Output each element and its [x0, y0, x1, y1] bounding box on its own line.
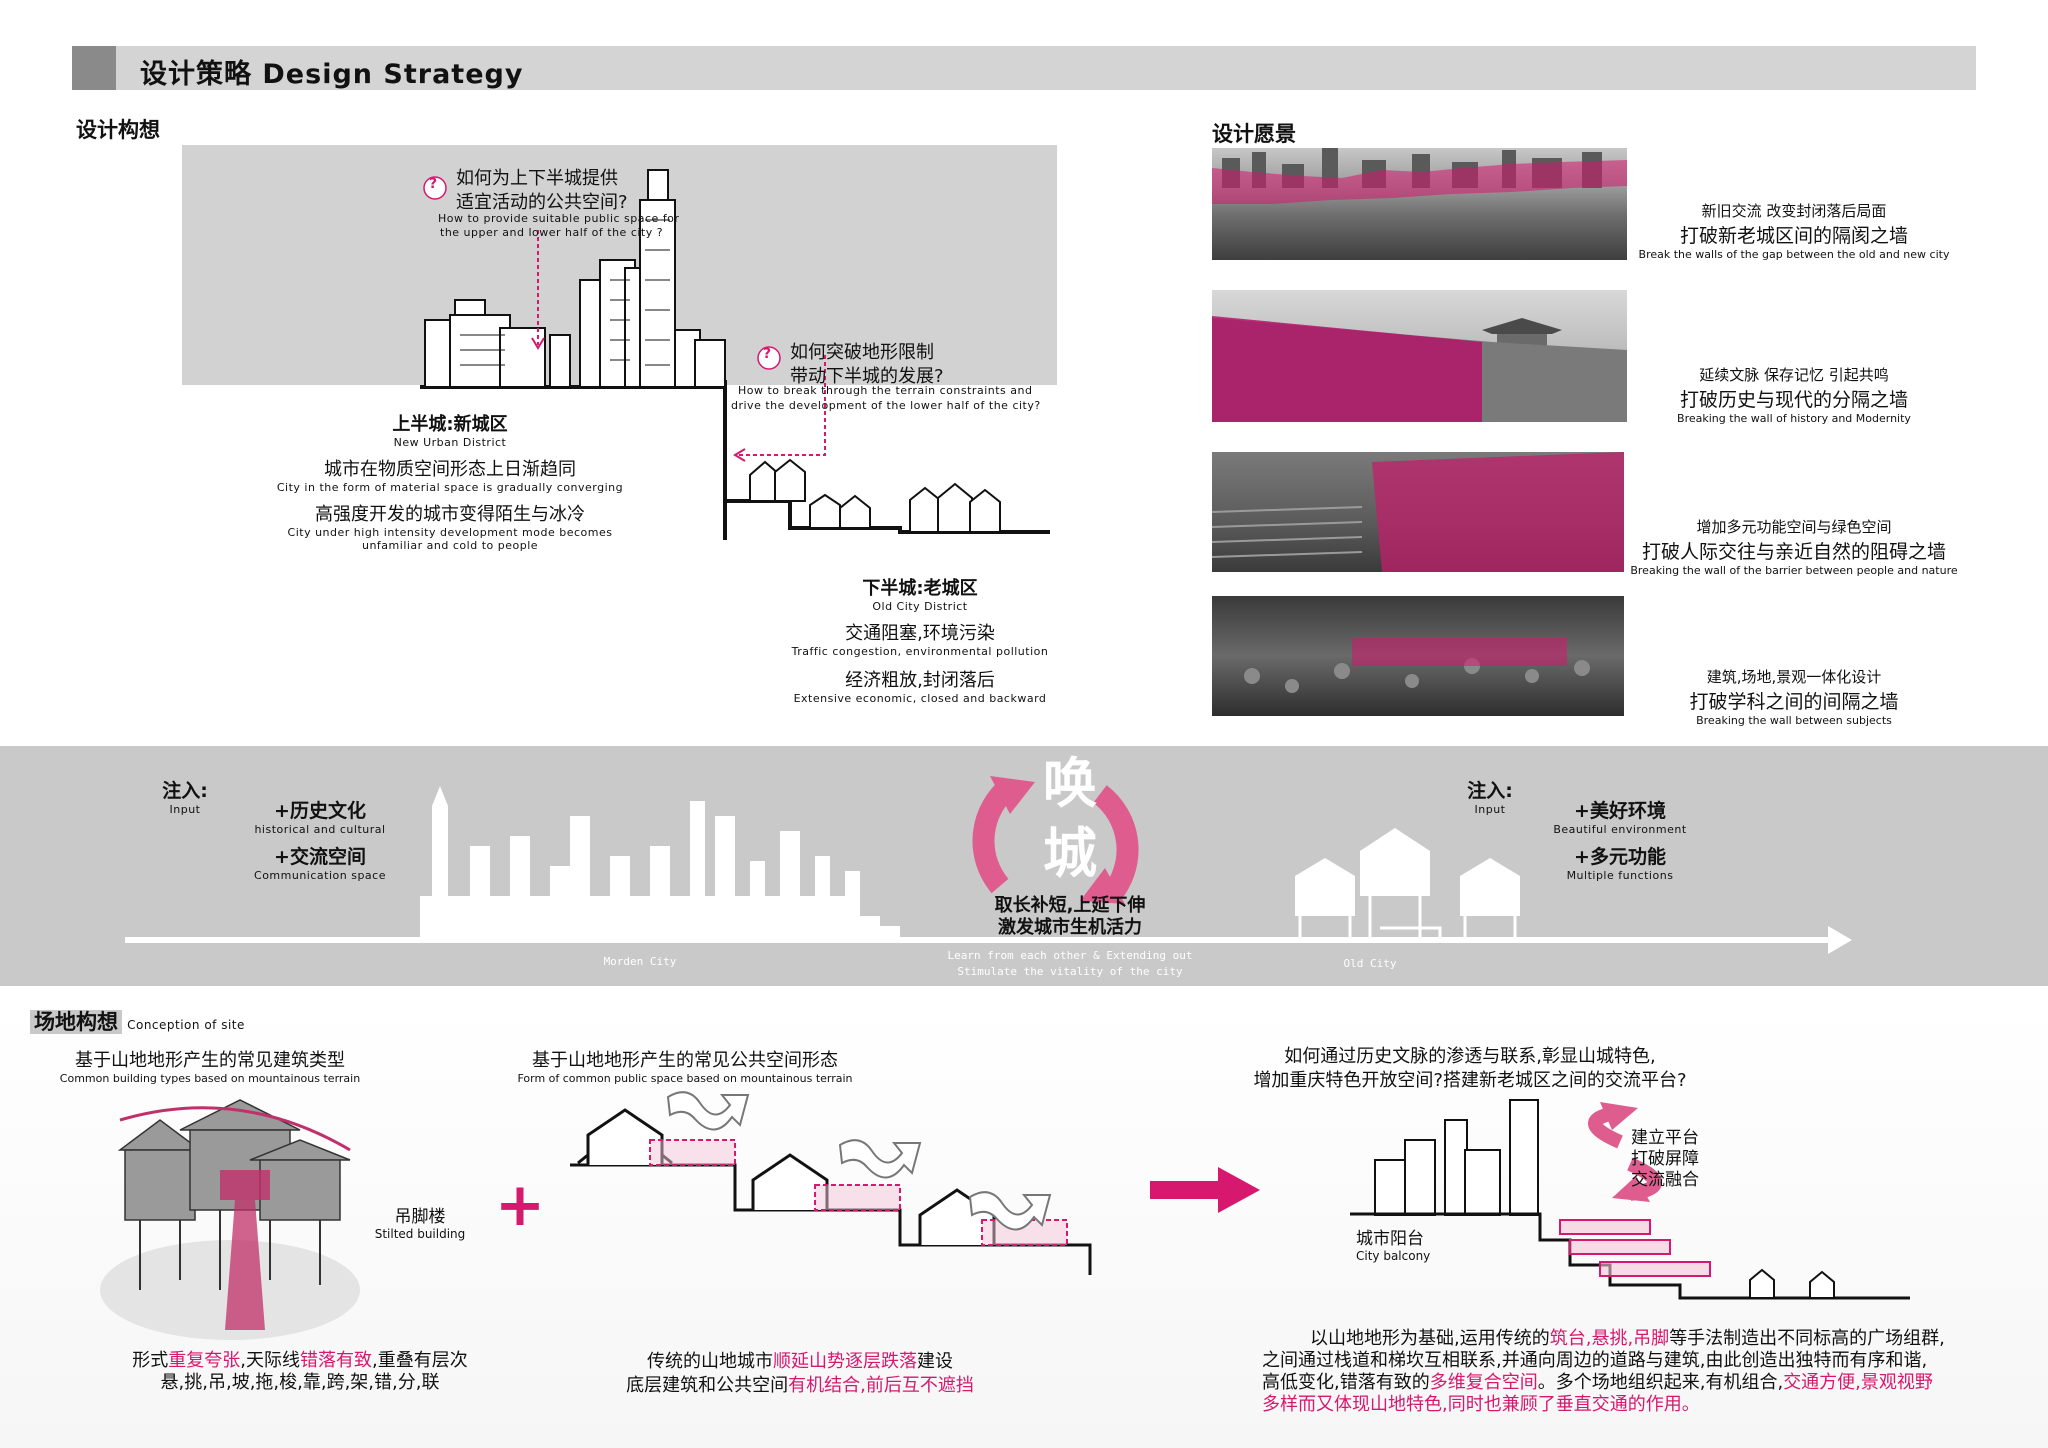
- band-input-right: 注入: Input: [1467, 780, 1513, 816]
- stilted-caption: 吊脚楼 Stilted building: [374, 1207, 466, 1241]
- band-center-char-1: 唤: [1043, 752, 1097, 815]
- q2-cn-1: 如何突破地形限制: [790, 342, 934, 363]
- band-center-en-2: Stimulate the vitality of the city: [957, 965, 1183, 978]
- old-stilts: [1298, 896, 1517, 938]
- vision-sub-4: 建筑,场地,景观一体化设计: [1706, 668, 1882, 686]
- platform-text: 建立平台 打破屏障 交流融合: [1631, 1128, 1699, 1190]
- timeline-arrow-head: [1828, 926, 1852, 954]
- vision-caption-4: 建筑,场地,景观一体化设计 打破学科之间的间隔之墙 Breaking the w…: [1624, 666, 1964, 727]
- lower-title: 下半城:老城区: [862, 578, 978, 599]
- vision-en-4: Breaking the wall between subjects: [1696, 714, 1892, 727]
- city-balcony-diagram: [1350, 1099, 1910, 1300]
- vision-en-1: Break the walls of the gap between the o…: [1638, 248, 1950, 261]
- band-left-items: +历史文化 historical and cultural +交流空间 Comm…: [254, 800, 386, 882]
- upper-title-en: New Urban District: [393, 436, 507, 449]
- old-houses-band: [1295, 828, 1520, 916]
- qmark-1: ?: [429, 176, 438, 192]
- question-icon-1: [423, 176, 447, 200]
- plus-icon: +: [494, 1170, 546, 1240]
- vision-sub-2: 延续文脉 保存记忆 引起共鸣: [1699, 366, 1889, 384]
- upper-p2-en-2: unfamiliar and cold to people: [361, 539, 539, 552]
- upper-p1-en: City in the form of material space is gr…: [276, 481, 624, 494]
- q2-en-2: drive the development of the lower half …: [731, 399, 1041, 412]
- concept-diagram: [182, 145, 1057, 540]
- q1-en-2: the upper and lower half of the city ?: [440, 226, 664, 239]
- stilted-building-illustration: [100, 1099, 360, 1340]
- band-modern-label: Morden City: [603, 955, 677, 968]
- vision-sub-1: 新旧交流 改变封闭落后局面: [1701, 202, 1887, 220]
- header-accent: [72, 46, 116, 90]
- modern-skyline: [420, 786, 900, 938]
- site-label-row: 场地构想 Conception of site: [30, 1006, 245, 1036]
- upper-p1: 城市在物质空间形态上日渐趋同: [324, 459, 576, 480]
- band-input-left: 注入: Input: [162, 780, 208, 816]
- band-center-cn-1: 取长补短,上延下伸: [994, 895, 1146, 916]
- balcony-caption: 城市阳台 City balcony: [1356, 1229, 1431, 1263]
- arrow-q2: [735, 355, 826, 456]
- vision-label: 设计愿景: [1212, 122, 1296, 146]
- progress-arrow: [1150, 1167, 1260, 1213]
- site-p2: 传统的山地城市顺延山势逐层跌落建设 底层建筑和公共空间有机结合,前后互不遮挡: [626, 1351, 974, 1396]
- q1-cn-1: 如何为上下半城提供: [456, 168, 618, 189]
- cycle-arrow-left: [972, 777, 1018, 894]
- upper-p2: 高强度开发的城市变得陌生与冰冷: [315, 504, 585, 525]
- cycle-arrow-right: [1092, 785, 1139, 904]
- upper-title: 上半城:新城区: [392, 414, 508, 435]
- lower-city-block: 下半城:老城区 Old City District 交通阻塞,环境污染 Traf…: [760, 574, 1080, 705]
- lower-p1-en: Traffic congestion, environmental pollut…: [791, 645, 1049, 658]
- band-old-label: Old City: [1343, 957, 1397, 970]
- vision-photo-4: [1212, 596, 1624, 716]
- vision-title-4: 打破学科之间的间隔之墙: [1689, 691, 1899, 713]
- lower-title-en: Old City District: [872, 600, 968, 613]
- page-title: 设计策略 Design Strategy: [140, 59, 524, 90]
- vision-en-2: Breaking the wall of history and Moderni…: [1677, 412, 1911, 425]
- site-final: 以山地地形为基础,运用传统的筑台,悬挑,吊脚等手法制造出不同标高的广场组群, 之…: [1262, 1328, 1945, 1415]
- vision-caption-3: 增加多元功能空间与绿色空间 打破人际交往与亲近自然的阻碍之墙 Breaking …: [1624, 516, 1964, 577]
- q2-en-1: How to break through the terrain constra…: [738, 384, 1033, 397]
- q1-cn-2: 适宜活动的公共空间?: [456, 192, 628, 213]
- vision-caption-2: 延续文脉 保存记忆 引起共鸣 打破历史与现代的分隔之墙 Breaking the…: [1624, 364, 1964, 425]
- lower-p2-en: Extensive economic, closed and backward: [793, 692, 1047, 705]
- question-icon-2: [757, 346, 781, 370]
- site-label-en: Conception of site: [127, 1018, 245, 1032]
- vision-photo-2: [1212, 290, 1627, 422]
- lower-terrain-line: [723, 380, 1050, 534]
- lower-p2: 经济粗放,封闭落后: [845, 670, 995, 691]
- vision-sub-3: 增加多元功能空间与绿色空间: [1696, 518, 1892, 536]
- header-bar: [72, 46, 1976, 90]
- site-b2-title: 基于山地地形产生的常见公共空间形态 Form of common public …: [517, 1050, 853, 1085]
- band-center-cn-2: 激发城市生机活力: [998, 917, 1142, 938]
- vision-photo-3: [1212, 452, 1624, 572]
- timeline-arrow: [125, 937, 1835, 943]
- upper-city-block: 上半城:新城区 New Urban District 城市在物质空间形态上日渐趋…: [230, 410, 670, 552]
- vision-en-3: Breaking the wall of the barrier between…: [1630, 564, 1958, 577]
- lower-p1: 交通阻塞,环境污染: [845, 623, 995, 644]
- band-center-char-2: 城: [1043, 822, 1097, 885]
- old-houses: [749, 458, 1001, 533]
- site-label: 场地构想: [30, 1010, 122, 1034]
- site-q: 如何通过历史文脉的渗透与联系,彰显山城特色, 增加重庆特色开放空间?搭建新老城区…: [1253, 1046, 1687, 1091]
- band-graphics: [125, 776, 1852, 954]
- upper-p2-en-1: City under high intensity development mo…: [287, 526, 613, 539]
- public-space-diagram: [570, 1091, 1092, 1275]
- vision-title-2: 打破历史与现代的分隔之墙: [1679, 389, 1908, 411]
- skyline: [424, 169, 726, 388]
- vision-title-1: 打破新老城区间的隔阂之墙: [1679, 225, 1908, 247]
- site-p1: 形式重复夸张,天际线错落有致,重叠有层次 悬,挑,吊,坡,拖,梭,靠,跨,架,错…: [132, 1350, 468, 1393]
- site-b1-title: 基于山地地形产生的常见建筑类型 Common building types ba…: [59, 1050, 361, 1085]
- q2-cn-2: 带动下半城的发展?: [790, 366, 944, 387]
- concept-label: 设计构想: [72, 114, 164, 144]
- vision-title-3: 打破人际交往与亲近自然的阻碍之墙: [1641, 541, 1946, 563]
- vision-photo-1: [1212, 148, 1627, 260]
- vision-caption-1: 新旧交流 改变封闭落后局面 打破新老城区间的隔阂之墙 Break the wal…: [1624, 200, 1964, 261]
- q1-en-1: How to provide suitable public space for: [438, 212, 680, 225]
- band-center-en-1: Learn from each other & Extending out: [947, 949, 1193, 962]
- skyline-windows: [460, 219, 670, 366]
- qmark-2: ?: [763, 346, 772, 362]
- band-right-items: +美好环境 Beautiful environment +多元功能 Multip…: [1553, 800, 1687, 882]
